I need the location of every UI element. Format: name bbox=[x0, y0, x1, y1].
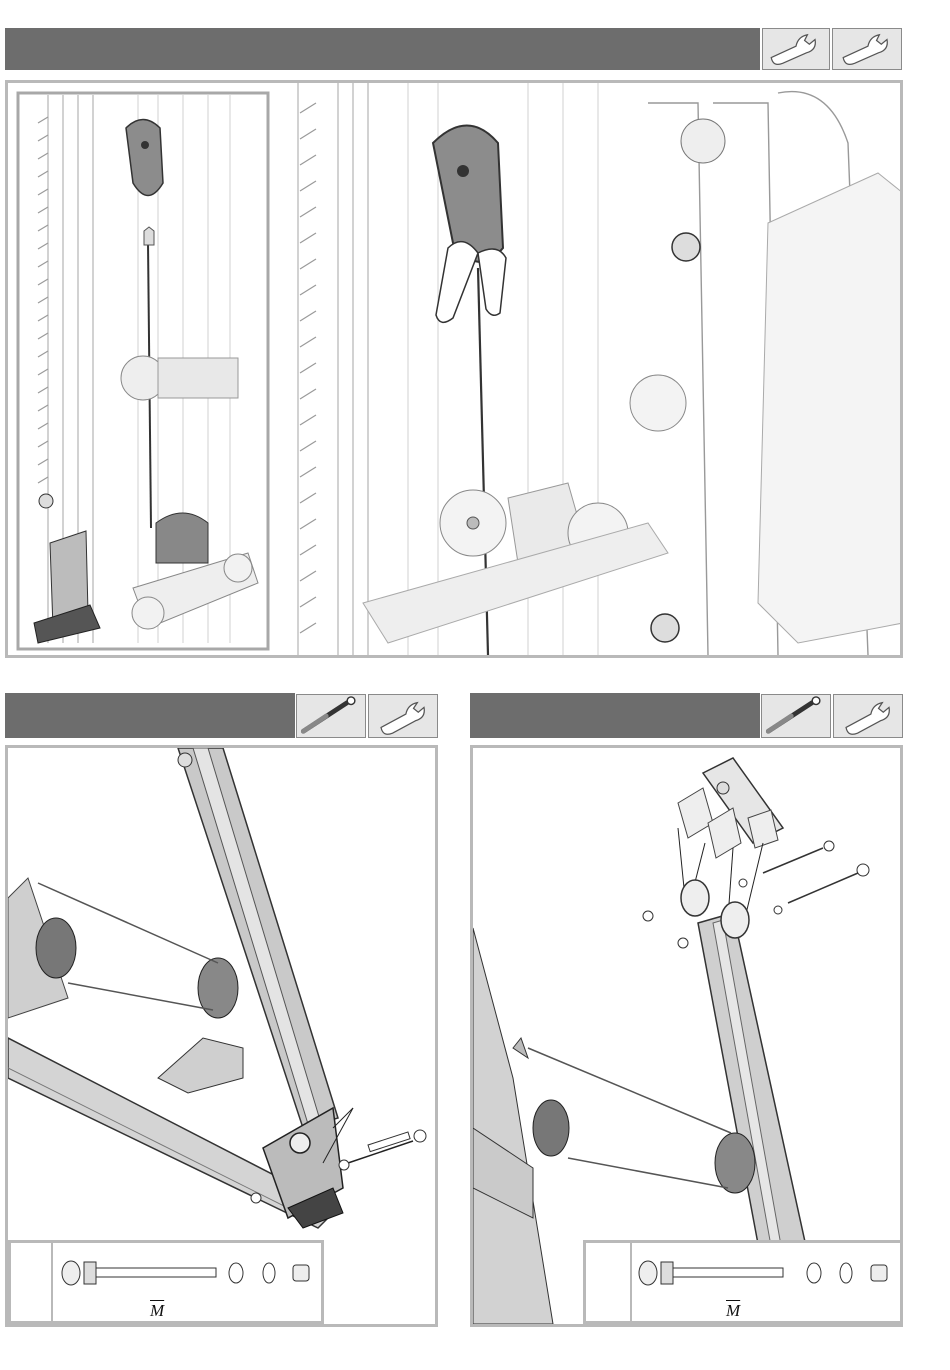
frame-assembly-illustration bbox=[8, 748, 435, 1324]
wrench-icon bbox=[763, 29, 829, 69]
wrench-icon bbox=[369, 695, 437, 737]
bottom-right-tool-1 bbox=[761, 694, 831, 738]
torque-m-label: M bbox=[150, 1301, 164, 1321]
cable-pulley-illustration bbox=[8, 83, 900, 655]
top-tool-2 bbox=[832, 28, 902, 70]
bottom-right-header-bar bbox=[470, 693, 760, 738]
bottom-left-hardware-legend: M bbox=[8, 1240, 324, 1324]
torque-wrench-icon bbox=[297, 695, 365, 737]
top-illustration-panel bbox=[5, 80, 903, 658]
torque-m-label: M bbox=[726, 1301, 740, 1321]
top-header-bar bbox=[5, 28, 760, 70]
wrench-icon bbox=[834, 695, 902, 737]
hardware-parts-icons bbox=[11, 1245, 321, 1305]
bottom-left-header-bar bbox=[5, 693, 295, 738]
bottom-right-hardware-legend: M bbox=[583, 1240, 903, 1324]
top-bracket-assembly-illustration bbox=[473, 748, 900, 1324]
bottom-right-tool-2 bbox=[833, 694, 903, 738]
wrench-icon bbox=[833, 29, 901, 69]
bottom-left-tool-1 bbox=[296, 694, 366, 738]
hardware-parts-icons bbox=[586, 1245, 900, 1305]
bottom-left-tool-2 bbox=[368, 694, 438, 738]
torque-wrench-icon bbox=[762, 695, 830, 737]
top-tool-1 bbox=[762, 28, 830, 70]
